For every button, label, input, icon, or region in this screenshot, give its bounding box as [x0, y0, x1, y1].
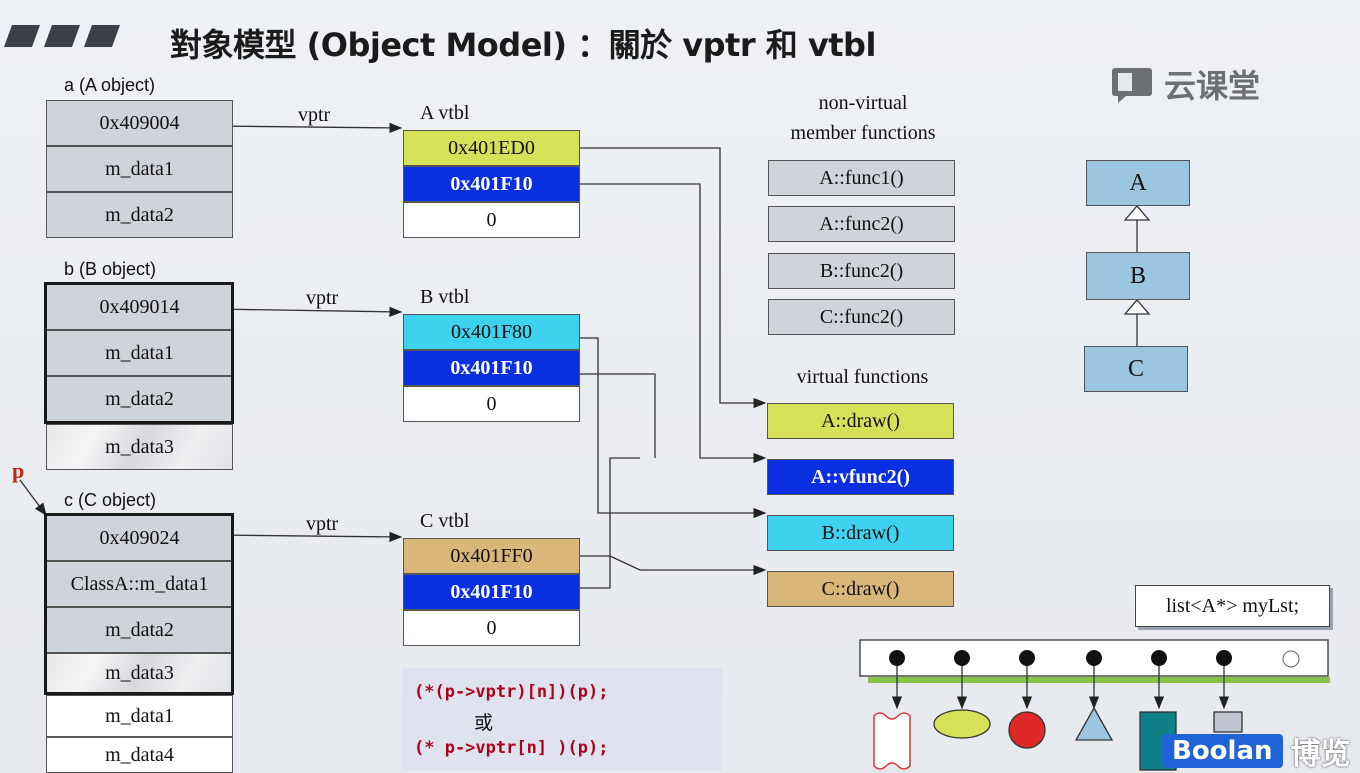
- b-vtbl-slot: 0: [403, 386, 580, 422]
- list-node-dot: [1151, 650, 1167, 666]
- book-icon: [1112, 68, 1152, 103]
- code-line: (*(p->vptr)[n])(p);: [414, 682, 609, 702]
- object-c-data-cell: ClassA::m_data1: [46, 561, 233, 607]
- b-vtbl-slot: 0x401F80: [403, 314, 580, 350]
- object-a-data-cell: m_data2: [46, 192, 233, 238]
- boolan-cn: 博览: [1290, 736, 1351, 772]
- b-vtbl-label: B vtbl: [420, 286, 470, 308]
- nonvirtual-function: C::func2(): [768, 299, 955, 335]
- vptr-label: vptr: [306, 513, 339, 535]
- c-vtbl-slot: 0x401FF0: [403, 538, 580, 574]
- gray-square: [1213, 711, 1243, 733]
- object-c-label: c (C object): [64, 490, 157, 510]
- c-vtbl-label: C vtbl: [420, 510, 470, 532]
- list-end-node: [1282, 650, 1300, 668]
- object-a-data-cell: m_data1: [46, 146, 233, 192]
- virtual-function: C::draw(): [767, 571, 954, 607]
- c-vtbl-slot: 0x401F10: [403, 574, 580, 610]
- object-b-vptr-cell: 0x409014: [46, 284, 233, 330]
- vptr-label: vptr: [306, 287, 339, 309]
- virtual-heading: virtual functions: [796, 366, 929, 388]
- code-or: 或: [474, 712, 494, 734]
- object-c-data-cell: m_data4: [46, 737, 233, 773]
- object-b-data-cell: m_data1: [46, 330, 233, 376]
- brand-name: 云课堂: [1164, 67, 1261, 105]
- list-declaration: list<A*> myLst;: [1135, 585, 1330, 627]
- c-vtbl-slot: 0: [403, 610, 580, 646]
- a-vtbl-label: A vtbl: [420, 102, 470, 124]
- virtual-function: A::vfunc2(): [767, 459, 954, 495]
- nonvirtual-function: B::func2(): [768, 253, 955, 289]
- a-vtbl-slot: 0x401F10: [403, 166, 580, 202]
- a-vtbl-slot: 0: [403, 202, 580, 238]
- boolan-watermark: Boolan 博览: [1162, 728, 1360, 773]
- object-b-label: b (B object): [64, 259, 157, 279]
- object-a-label: a (A object): [64, 75, 156, 95]
- list-node-dot: [954, 650, 970, 666]
- nonvirtual-function: A::func2(): [768, 206, 955, 242]
- class-a-box: A: [1086, 160, 1190, 206]
- class-c-box: C: [1084, 346, 1188, 392]
- list-node-dot: [1086, 650, 1102, 666]
- blue-triangle: [1074, 706, 1114, 741]
- brand-logo: 云课堂: [1110, 60, 1290, 108]
- boolan-logo: Boolan: [1162, 733, 1283, 768]
- object-c-data-cell: m_data1: [46, 695, 233, 737]
- nonvirtual-heading: member functions: [790, 122, 936, 144]
- list-node-dot: [1019, 650, 1035, 666]
- object-b-data-cell: m_data3: [46, 424, 233, 470]
- object-b-base-outline: [44, 282, 234, 424]
- virtual-function: B::draw(): [767, 515, 954, 551]
- wavy-shape: [873, 712, 911, 770]
- class-b-box: B: [1086, 252, 1190, 300]
- red-circle: [1008, 711, 1046, 749]
- virtual-function: A::draw(): [767, 403, 954, 439]
- object-c-base-outline: [44, 513, 234, 695]
- pointer-p-label: p: [12, 458, 25, 483]
- object-b-data-cell: m_data2: [46, 376, 233, 422]
- nonvirtual-function: A::func1(): [768, 160, 955, 196]
- list-nodes: [889, 650, 1300, 710]
- nonvirtual-heading: non-virtual: [818, 92, 908, 114]
- code-line: (* p->vptr[n] )(p);: [414, 738, 609, 758]
- slide-title: 對象模型 (Object Model) ：關於 vptr 和 vtbl: [170, 26, 876, 64]
- vptr-label: vptr: [298, 104, 331, 126]
- code-snippet: (*(p->vptr)[n])(p); 或 (* p->vptr[n] )(p)…: [402, 668, 722, 771]
- b-vtbl-slot: 0x401F10: [403, 350, 580, 386]
- list-node-dot: [1216, 650, 1232, 666]
- yellow-ellipse: [933, 709, 991, 739]
- object-c-vptr-cell: 0x409024: [46, 515, 233, 561]
- object-a-vptr-cell: 0x409004: [46, 100, 233, 146]
- a-vtbl-slot: 0x401ED0: [403, 130, 580, 166]
- list-node-dot: [889, 650, 905, 666]
